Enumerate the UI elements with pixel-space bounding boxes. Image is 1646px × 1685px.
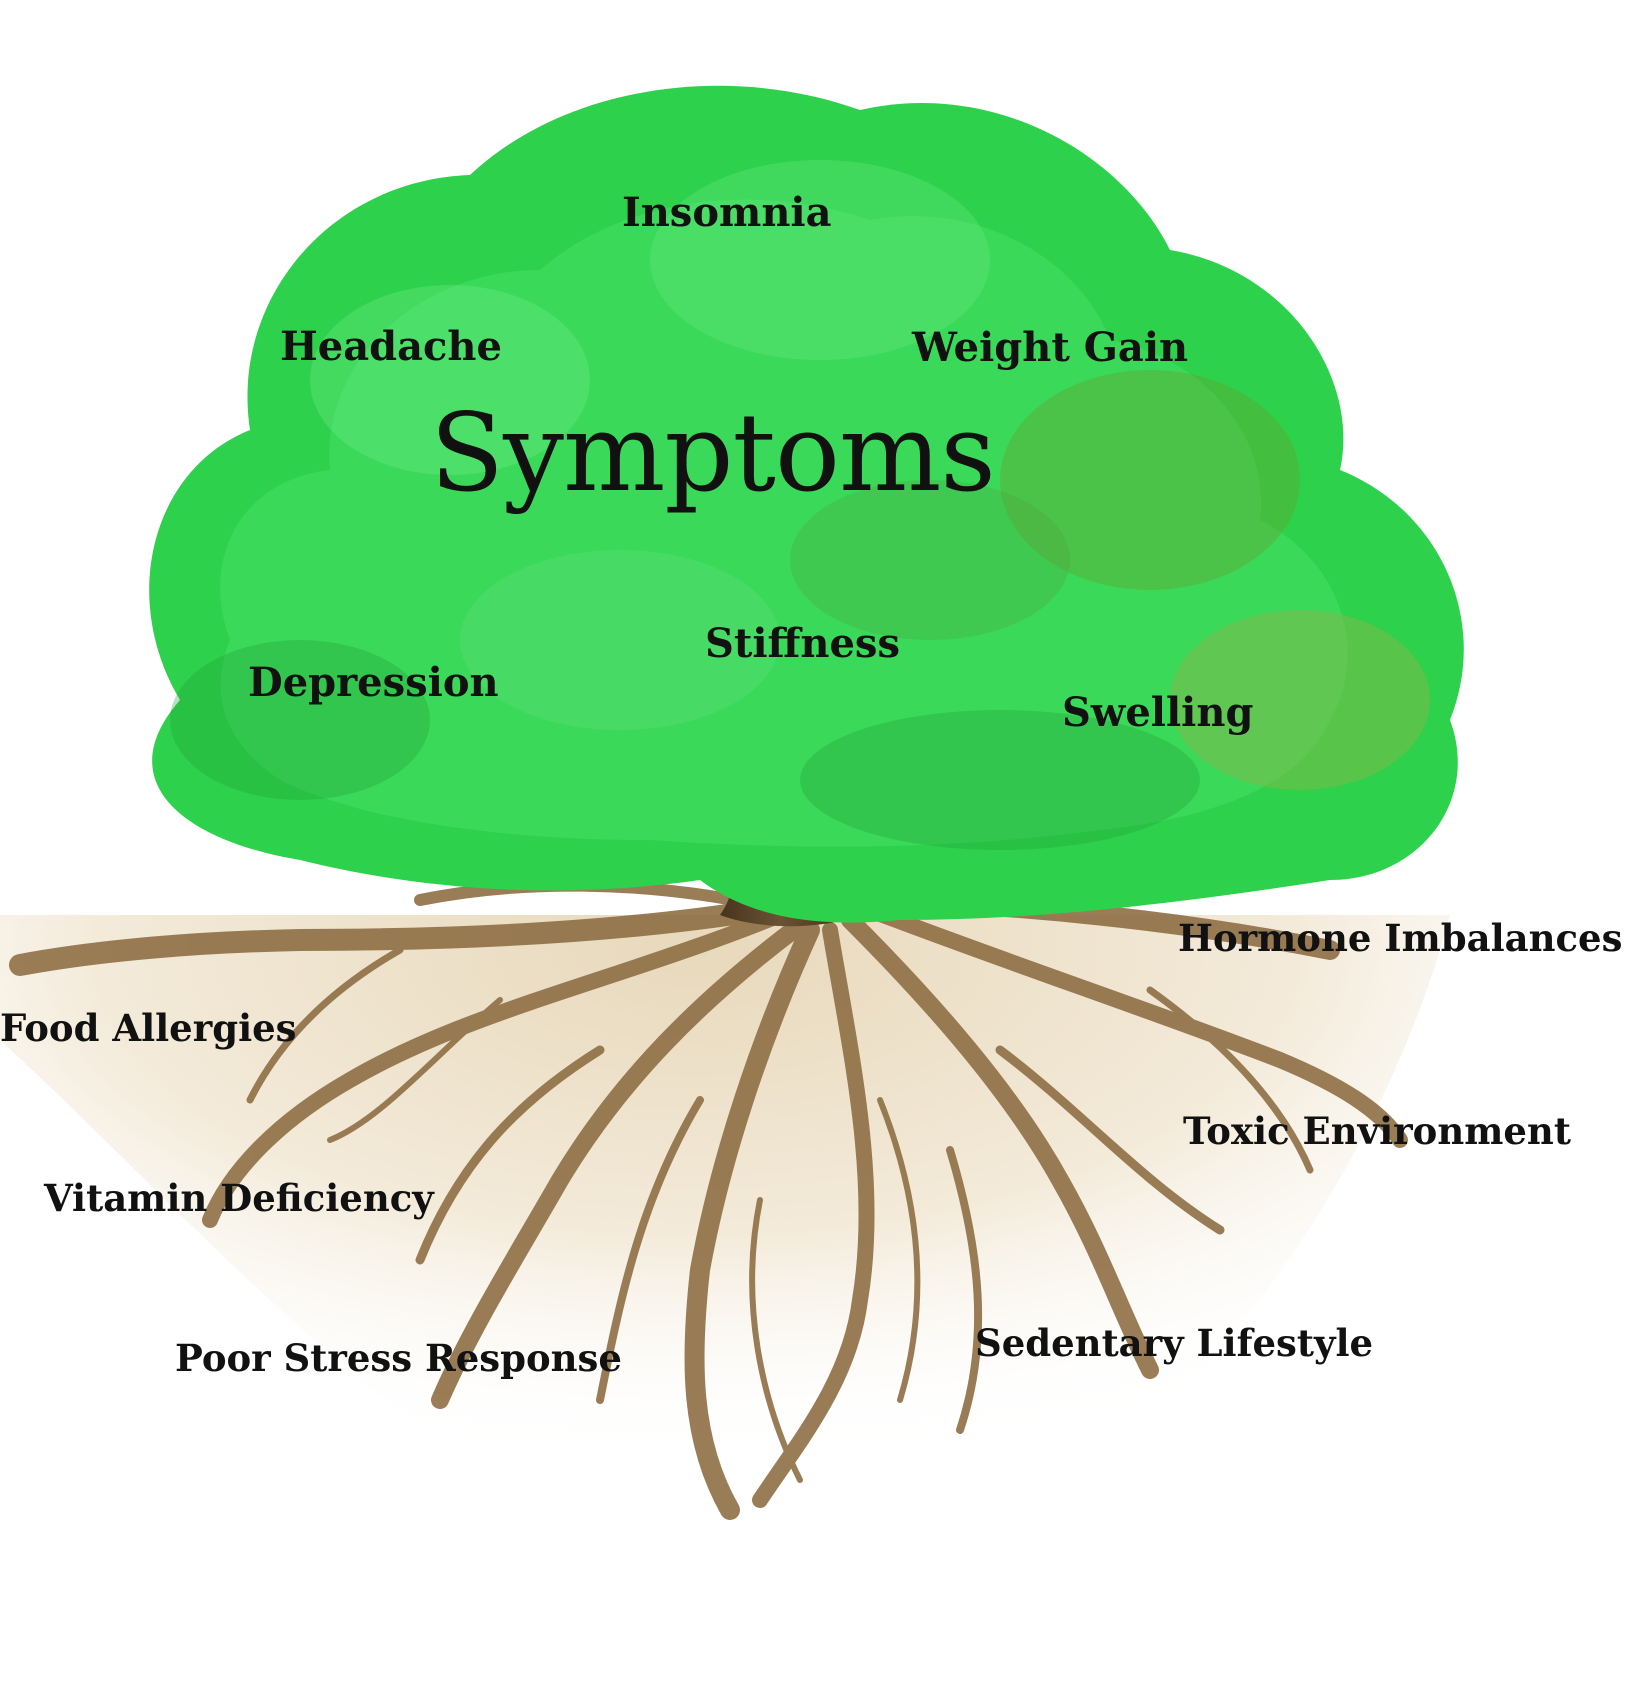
cause-food-allergies: Food Allergies <box>0 1006 297 1050</box>
soil-area <box>0 915 1450 1600</box>
symptom-weight-gain: Weight Gain <box>912 324 1189 371</box>
symptom-insomnia: Insomnia <box>622 189 832 236</box>
cause-poor-stress-response: Poor Stress Response <box>175 1336 622 1380</box>
diagram-title: Symptoms <box>430 391 996 516</box>
canopy <box>149 85 1464 923</box>
symptom-swelling: Swelling <box>1062 689 1254 736</box>
cause-sedentary-lifestyle: Sedentary Lifestyle <box>975 1321 1374 1365</box>
symptom-stiffness: Stiffness <box>705 620 900 667</box>
symptom-headache: Headache <box>280 323 502 370</box>
symptom-depression: Depression <box>248 659 499 706</box>
roots <box>9 879 1408 1520</box>
cause-toxic-environment: Toxic Environment <box>1183 1109 1571 1153</box>
cause-vitamin-deficiency: Vitamin Deficiency <box>44 1176 434 1220</box>
cause-hormone-imbalances: Hormone Imbalances <box>1178 916 1623 960</box>
